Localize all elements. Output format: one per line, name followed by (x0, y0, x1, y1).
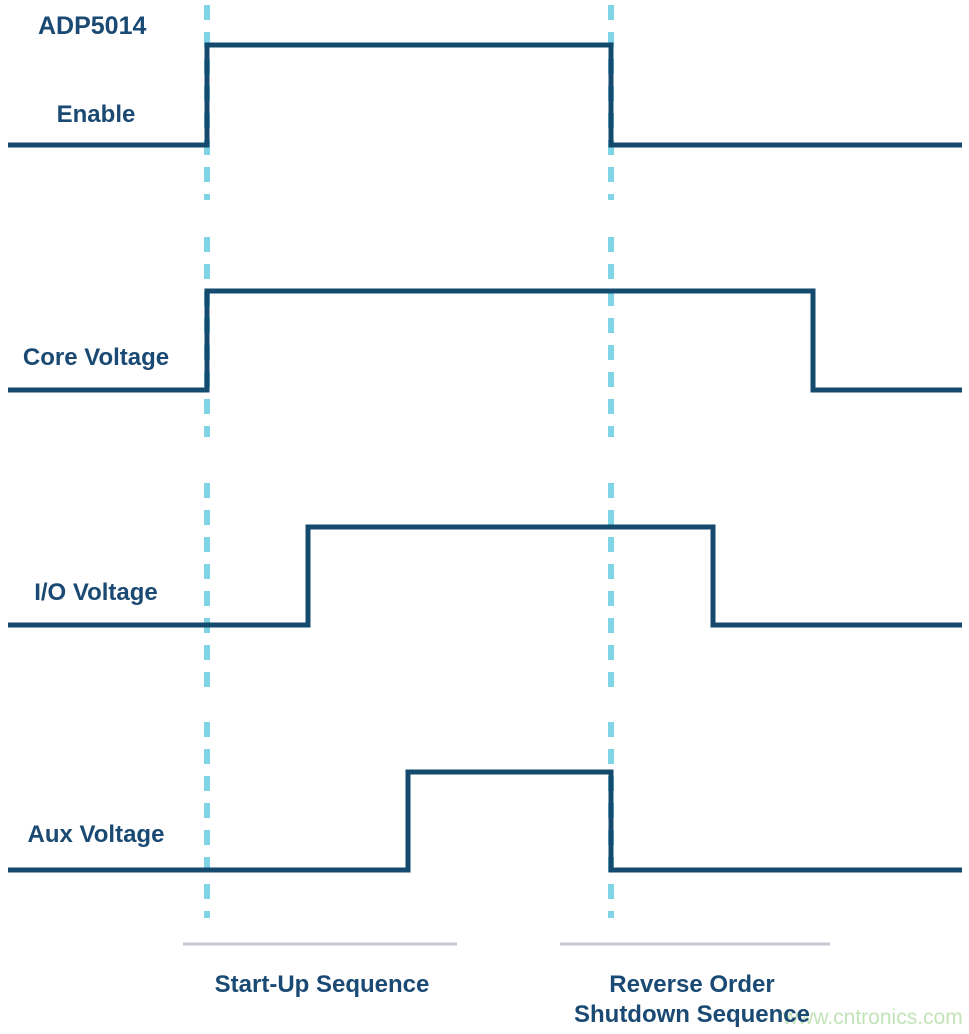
startup-sequence-label: Start-Up Sequence (160, 970, 484, 1000)
signal-label-io-voltage: I/O Voltage (34, 579, 158, 606)
waveform-enable (8, 42, 962, 148)
signal-label-aux-voltage: Aux Voltage (27, 821, 165, 848)
startup-sequence-label-line1: Start-Up Sequence (214, 971, 430, 998)
waveform-aux-voltage (8, 769, 962, 873)
watermark-text: www.cntronics.com (783, 1006, 963, 1029)
chip-title: ADP5014 (38, 12, 147, 40)
signal-label-enable: Enable (56, 101, 136, 128)
shutdown-sequence-label: Reverse Order Shutdown Sequence (530, 970, 854, 1030)
waveform-core-voltage (8, 288, 962, 393)
shutdown-sequence-label-line1: Reverse Order (609, 971, 775, 998)
signal-label-core-voltage: Core Voltage (22, 344, 170, 371)
shutdown-sequence-label-line2: Shutdown Sequence (573, 1001, 810, 1028)
waveform-i-o-voltage (8, 524, 962, 628)
